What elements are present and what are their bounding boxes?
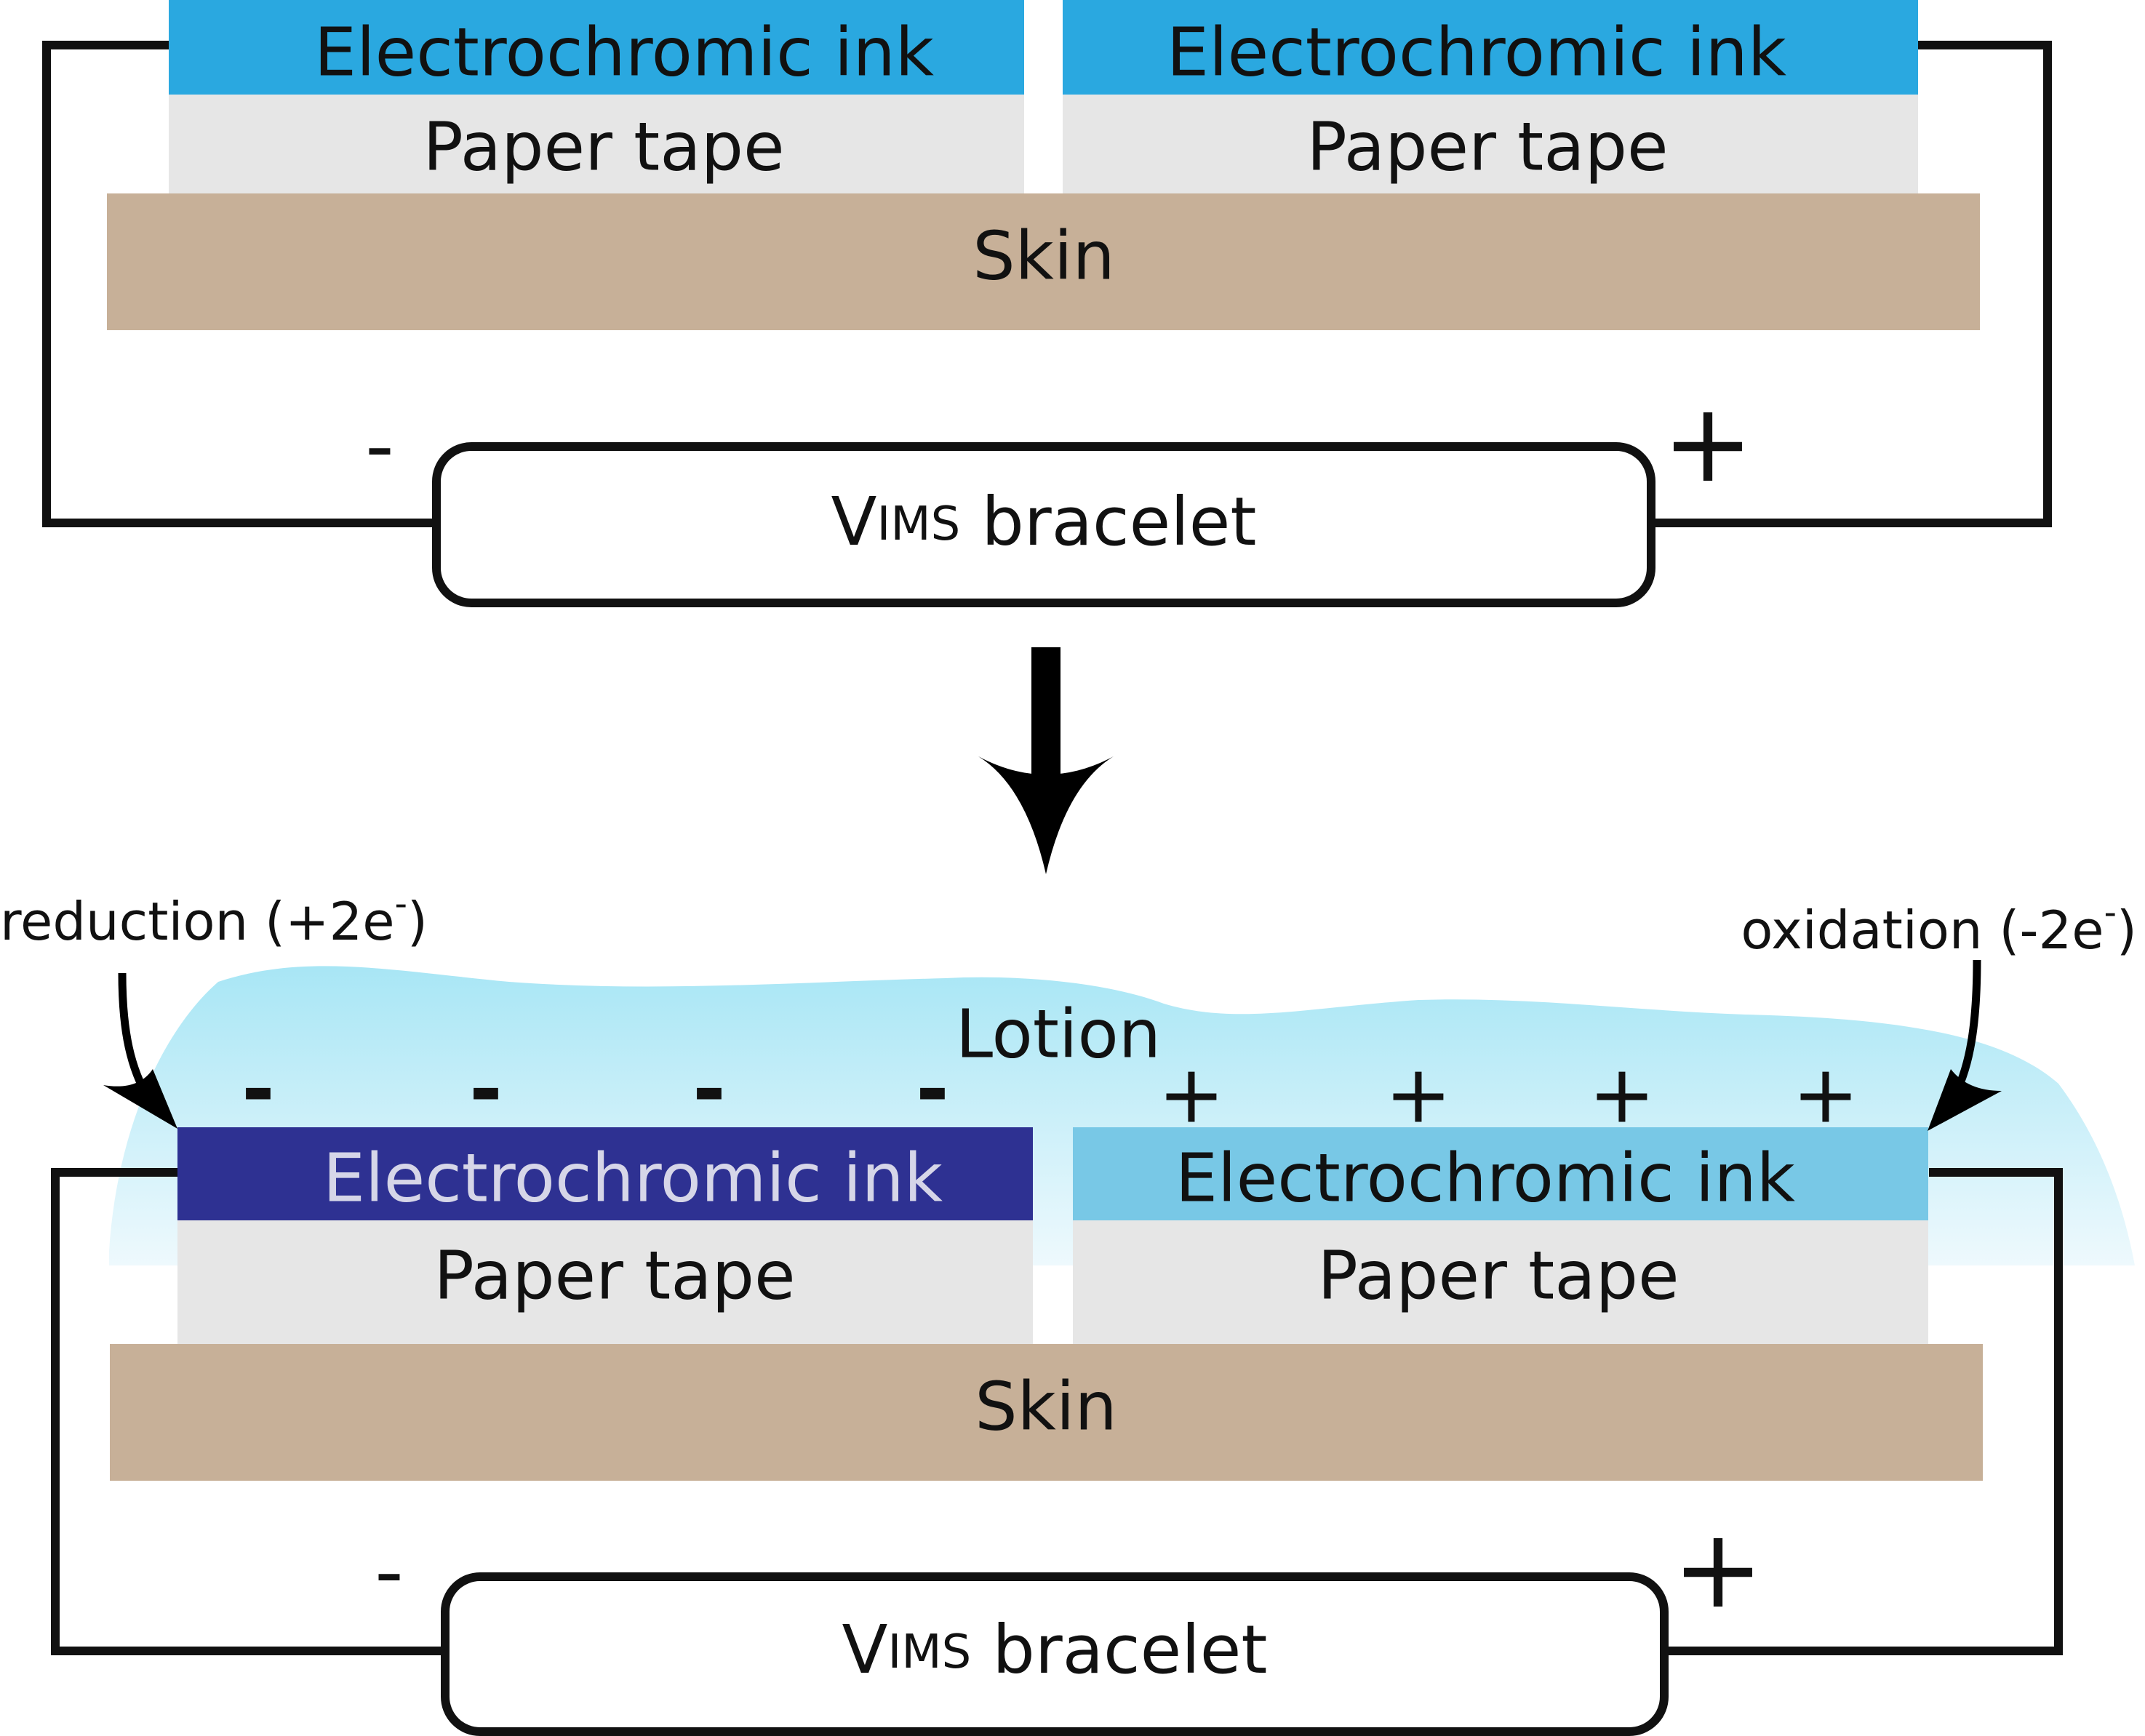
charge-plus-3: + [1589, 1047, 1655, 1140]
top-bracelet-rest: bracelet [960, 483, 1256, 561]
oxidation-arrow-head [1928, 1069, 2002, 1131]
top-panel: Electrochromic ink Electrochromic ink Pa… [42, 0, 2052, 607]
top-vims-bracelet [432, 442, 1655, 607]
bottom-bracelet-rest: bracelet [971, 1611, 1267, 1689]
bottom-vims-bracelet [441, 1572, 1669, 1736]
charge-plus-4: + [1792, 1047, 1859, 1140]
top-left-paper-tape [169, 95, 1024, 193]
arrow-shaft [1031, 647, 1060, 793]
oxidation-close: ) [2117, 900, 2137, 961]
reduction-close: ) [407, 891, 428, 952]
top-right-ink-layer [1063, 0, 1918, 95]
charge-plus-2: + [1385, 1047, 1452, 1140]
charge-minus-3: - [692, 1042, 726, 1135]
top-plus-sign: + [1662, 380, 1754, 507]
top-right-tape-label: Paper tape [1306, 108, 1668, 185]
bottom-bracelet-v: V [842, 1611, 888, 1689]
lotion-label: Lotion [956, 995, 1161, 1073]
top-left-ink-layer [169, 0, 1024, 95]
top-bracelet-label: VIMS bracelet [831, 483, 1257, 561]
bottom-bracelet-sub: IMS [887, 1625, 971, 1679]
transition-arrow [978, 647, 1114, 874]
charge-minus-1: - [241, 1042, 275, 1135]
bottom-plus-sign: + [1672, 1506, 1764, 1633]
reduction-arrow-head [103, 1069, 177, 1129]
top-bracelet-v: V [831, 483, 877, 561]
oxidation-superscript: - [2104, 892, 2117, 933]
bottom-left-ink-layer-reduced [177, 1127, 1033, 1220]
oxidation-label: oxidation (-2e-) [1741, 892, 2137, 961]
reduction-label: reduction (+2e-) [0, 884, 428, 952]
reduction-superscript: - [395, 884, 407, 924]
bottom-panel: Lotion reduction (+2e-) oxidation (-2e-)… [0, 884, 2137, 1736]
bottom-wire-left [51, 1168, 445, 1655]
top-left-tape-label: Paper tape [423, 108, 784, 185]
bottom-skin-layer [110, 1344, 1983, 1481]
bottom-skin-label: Skin [975, 1367, 1117, 1445]
bottom-right-tape-label: Paper tape [1317, 1236, 1679, 1314]
top-left-ink-label: Electrochromic ink [314, 13, 935, 91]
charge-minus-2: - [469, 1042, 503, 1135]
bottom-bracelet-label: VIMS bracelet [842, 1611, 1268, 1689]
positive-charges: + + + + [1158, 1047, 1859, 1140]
bottom-wire-right [1664, 1168, 2063, 1655]
top-skin-label: Skin [972, 217, 1115, 295]
top-right-ink-label: Electrochromic ink [1167, 13, 1787, 91]
oxidation-text: oxidation (-2e [1741, 900, 2104, 961]
bottom-minus-sign: - [375, 1524, 404, 1617]
bottom-left-tape-label: Paper tape [434, 1236, 795, 1314]
bottom-left-paper-tape [177, 1220, 1033, 1344]
reduction-text: reduction (+2e [0, 891, 395, 952]
charge-minus-4: - [916, 1042, 949, 1135]
top-right-paper-tape [1063, 95, 1918, 193]
top-wire-left [42, 41, 436, 527]
top-skin-layer [107, 193, 1980, 330]
arrow-head [978, 756, 1114, 874]
bottom-left-ink-label: Electrochromic ink [323, 1139, 943, 1217]
charge-plus-1: + [1158, 1047, 1225, 1140]
bottom-right-ink-layer-oxidized [1073, 1127, 1928, 1220]
top-wire-right [1651, 41, 2052, 527]
top-bracelet-sub: IMS [876, 497, 960, 551]
top-minus-sign: - [365, 399, 394, 492]
bottom-right-ink-label: Electrochromic ink [1175, 1139, 1796, 1217]
negative-charges: - - - - [241, 1042, 949, 1135]
bottom-right-paper-tape [1073, 1220, 1928, 1344]
